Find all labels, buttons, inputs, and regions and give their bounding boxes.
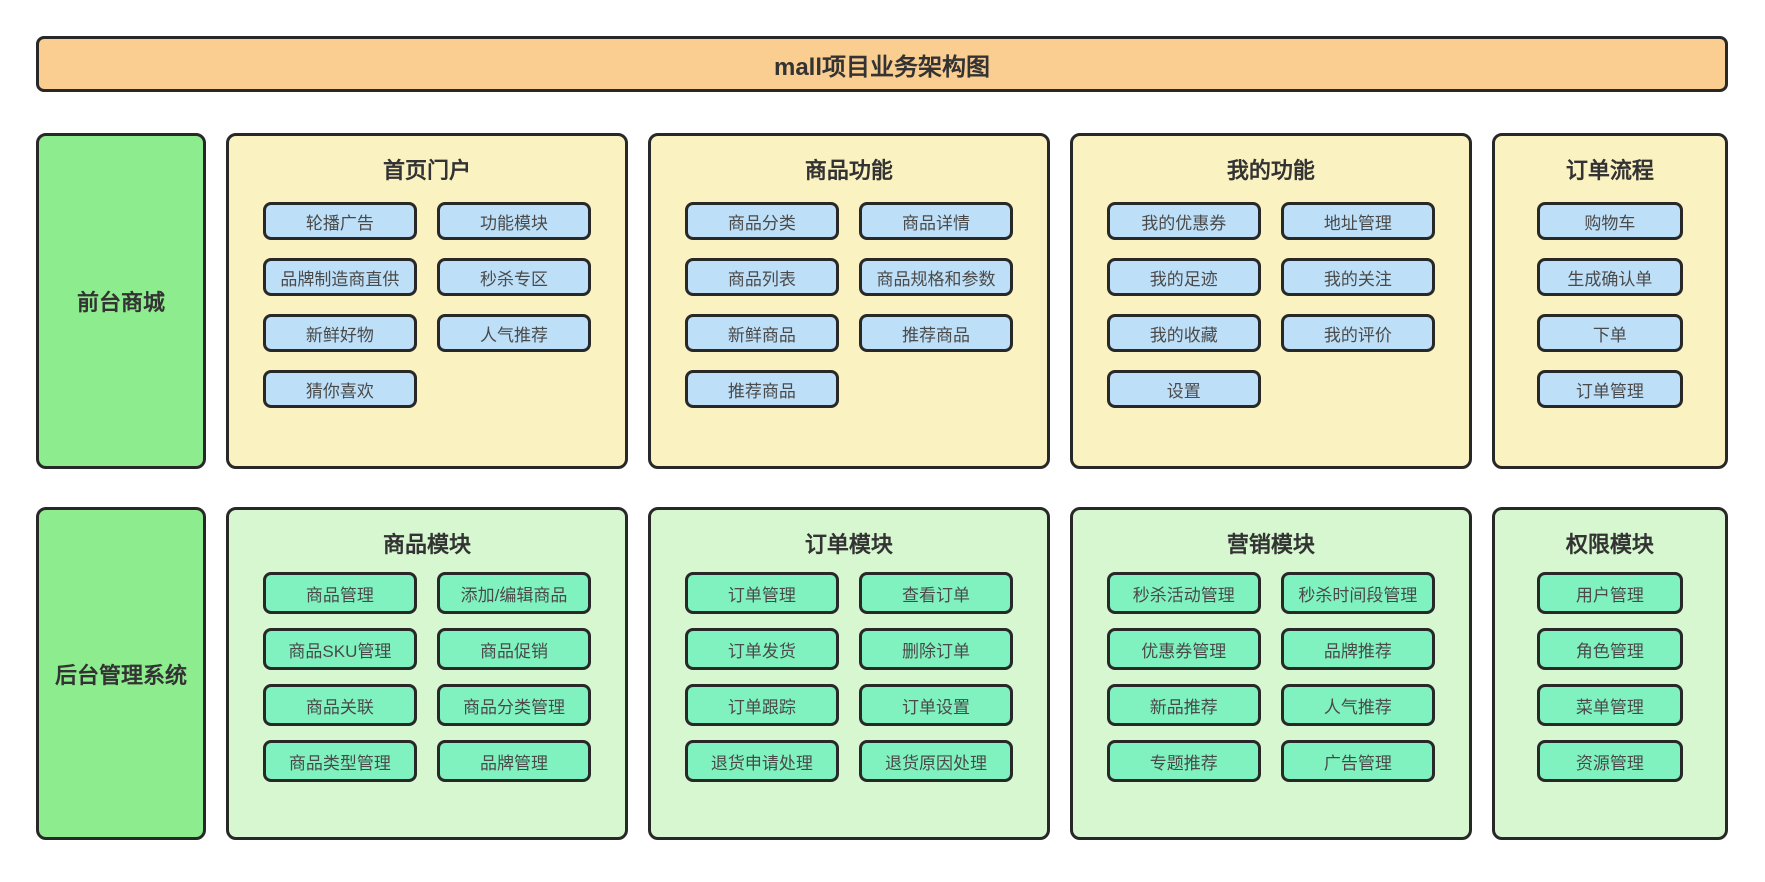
diagram-node: 订单发货 bbox=[684, 628, 840, 670]
diagram-node: 查看订单 bbox=[858, 572, 1014, 614]
diagram-node: 商品类型管理 bbox=[262, 740, 418, 782]
panel-column: 商品管理商品SKU管理商品关联商品类型管理 bbox=[262, 572, 418, 782]
diagram-node: 人气推荐 bbox=[1280, 684, 1436, 726]
diagram-node: 生成确认单 bbox=[1537, 258, 1683, 296]
diagram-node: 品牌推荐 bbox=[1280, 628, 1436, 670]
diagram-node: 专题推荐 bbox=[1106, 740, 1262, 782]
diagram-node: 新鲜好物 bbox=[262, 314, 418, 352]
panel-column: 购物车生成确认单下单订单管理 bbox=[1537, 202, 1683, 408]
panel-column: 功能模块秒杀专区人气推荐 bbox=[436, 202, 592, 352]
diagram-node: 菜单管理 bbox=[1537, 684, 1683, 726]
panel-body: 订单管理订单发货订单跟踪退货申请处理查看订单删除订单订单设置退货原因处理 bbox=[665, 572, 1033, 782]
diagram-node: 商品促销 bbox=[436, 628, 592, 670]
panel-column: 轮播广告品牌制造商直供新鲜好物猜你喜欢 bbox=[262, 202, 418, 408]
diagram-node: 添加/编辑商品 bbox=[436, 572, 592, 614]
panel: 商品功能商品分类商品列表新鲜商品推荐商品商品详情商品规格和参数推荐商品 bbox=[647, 133, 1050, 469]
panel-title: 营销模块 bbox=[1226, 532, 1315, 557]
diagram-node: 订单设置 bbox=[858, 684, 1014, 726]
panel: 我的功能我的优惠券我的足迹我的收藏设置地址管理我的关注我的评价 bbox=[1069, 133, 1472, 469]
panel: 订单流程购物车生成确认单下单订单管理 bbox=[1491, 133, 1728, 469]
panel-body: 购物车生成确认单下单订单管理 bbox=[1509, 202, 1711, 408]
diagram-rows: 前台商城首页门户轮播广告品牌制造商直供新鲜好物猜你喜欢功能模块秒杀专区人气推荐商… bbox=[36, 133, 1728, 840]
panel-column: 添加/编辑商品商品促销商品分类管理品牌管理 bbox=[436, 572, 592, 782]
diagram-node: 秒杀活动管理 bbox=[1106, 572, 1262, 614]
panel-body: 用户管理角色管理菜单管理资源管理 bbox=[1509, 572, 1711, 782]
panel: 营销模块秒杀活动管理优惠券管理新品推荐专题推荐秒杀时间段管理品牌推荐人气推荐广告… bbox=[1069, 507, 1472, 840]
diagram-node: 设置 bbox=[1106, 370, 1262, 408]
diagram-node: 新品推荐 bbox=[1106, 684, 1262, 726]
row-label-frontend: 前台商城 bbox=[36, 133, 206, 469]
panel-column: 秒杀时间段管理品牌推荐人气推荐广告管理 bbox=[1280, 572, 1436, 782]
panel-column: 地址管理我的关注我的评价 bbox=[1280, 202, 1436, 352]
panel-title: 我的功能 bbox=[1226, 158, 1315, 183]
diagram-node: 品牌管理 bbox=[436, 740, 592, 782]
panel-title: 首页门户 bbox=[382, 158, 471, 183]
diagram-node: 商品关联 bbox=[262, 684, 418, 726]
diagram-node: 我的足迹 bbox=[1106, 258, 1262, 296]
diagram-node: 商品详情 bbox=[858, 202, 1014, 240]
diagram-node: 资源管理 bbox=[1537, 740, 1683, 782]
panel-column: 我的优惠券我的足迹我的收藏设置 bbox=[1106, 202, 1262, 408]
diagram-node: 商品规格和参数 bbox=[858, 258, 1014, 296]
diagram-node: 订单跟踪 bbox=[684, 684, 840, 726]
diagram-node: 角色管理 bbox=[1537, 628, 1683, 670]
panel: 首页门户轮播广告品牌制造商直供新鲜好物猜你喜欢功能模块秒杀专区人气推荐 bbox=[226, 133, 628, 469]
diagram-node: 退货原因处理 bbox=[858, 740, 1014, 782]
diagram-node: 商品分类管理 bbox=[436, 684, 592, 726]
diagram-node: 推荐商品 bbox=[858, 314, 1014, 352]
diagram-node: 购物车 bbox=[1537, 202, 1683, 240]
panel-column: 用户管理角色管理菜单管理资源管理 bbox=[1537, 572, 1683, 782]
panel: 权限模块用户管理角色管理菜单管理资源管理 bbox=[1491, 507, 1728, 840]
panel-title: 商品功能 bbox=[804, 158, 893, 183]
diagram-node: 下单 bbox=[1537, 314, 1683, 352]
diagram-node: 功能模块 bbox=[436, 202, 592, 240]
panel-title: 商品模块 bbox=[382, 532, 471, 557]
panel: 订单模块订单管理订单发货订单跟踪退货申请处理查看订单删除订单订单设置退货原因处理 bbox=[647, 507, 1050, 840]
diagram-node: 订单管理 bbox=[684, 572, 840, 614]
diagram-node: 我的优惠券 bbox=[1106, 202, 1262, 240]
diagram-node: 订单管理 bbox=[1537, 370, 1683, 408]
row-label-backend: 后台管理系统 bbox=[36, 507, 206, 840]
diagram-node: 广告管理 bbox=[1280, 740, 1436, 782]
diagram-node: 我的收藏 bbox=[1106, 314, 1262, 352]
diagram-node: 轮播广告 bbox=[262, 202, 418, 240]
diagram-node: 品牌制造商直供 bbox=[262, 258, 418, 296]
diagram-node: 商品分类 bbox=[684, 202, 840, 240]
diagram-row-frontend: 前台商城首页门户轮播广告品牌制造商直供新鲜好物猜你喜欢功能模块秒杀专区人气推荐商… bbox=[36, 133, 1728, 469]
diagram-node: 退货申请处理 bbox=[684, 740, 840, 782]
panel-column: 查看订单删除订单订单设置退货原因处理 bbox=[858, 572, 1014, 782]
panel-body: 轮播广告品牌制造商直供新鲜好物猜你喜欢功能模块秒杀专区人气推荐 bbox=[243, 202, 611, 408]
panel-column: 订单管理订单发货订单跟踪退货申请处理 bbox=[684, 572, 840, 782]
diagram-node: 地址管理 bbox=[1280, 202, 1436, 240]
panel: 商品模块商品管理商品SKU管理商品关联商品类型管理添加/编辑商品商品促销商品分类… bbox=[226, 507, 628, 840]
diagram-title-banner: mall项目业务架构图 bbox=[36, 36, 1728, 92]
diagram-node: 商品列表 bbox=[684, 258, 840, 296]
diagram-node: 我的关注 bbox=[1280, 258, 1436, 296]
panel-title: 订单流程 bbox=[1565, 158, 1654, 183]
panel-title: 订单模块 bbox=[804, 532, 893, 557]
diagram-node: 秒杀时间段管理 bbox=[1280, 572, 1436, 614]
diagram-node: 新鲜商品 bbox=[684, 314, 840, 352]
diagram-title: mall项目业务架构图 bbox=[773, 53, 991, 81]
panel-column: 商品详情商品规格和参数推荐商品 bbox=[858, 202, 1014, 352]
panel-body: 我的优惠券我的足迹我的收藏设置地址管理我的关注我的评价 bbox=[1087, 202, 1455, 408]
diagram-node: 秒杀专区 bbox=[436, 258, 592, 296]
diagram-node: 商品SKU管理 bbox=[262, 628, 418, 670]
diagram-row-backend: 后台管理系统商品模块商品管理商品SKU管理商品关联商品类型管理添加/编辑商品商品… bbox=[36, 507, 1728, 840]
diagram-node: 推荐商品 bbox=[684, 370, 840, 408]
panel-body: 商品管理商品SKU管理商品关联商品类型管理添加/编辑商品商品促销商品分类管理品牌… bbox=[243, 572, 611, 782]
panel-column: 商品分类商品列表新鲜商品推荐商品 bbox=[684, 202, 840, 408]
panel-column: 秒杀活动管理优惠券管理新品推荐专题推荐 bbox=[1106, 572, 1262, 782]
diagram-node: 人气推荐 bbox=[436, 314, 592, 352]
panel-title: 权限模块 bbox=[1565, 532, 1654, 557]
diagram-node: 删除订单 bbox=[858, 628, 1014, 670]
diagram-node: 猜你喜欢 bbox=[262, 370, 418, 408]
diagram-node: 我的评价 bbox=[1280, 314, 1436, 352]
panel-body: 商品分类商品列表新鲜商品推荐商品商品详情商品规格和参数推荐商品 bbox=[665, 202, 1033, 408]
diagram-node: 用户管理 bbox=[1537, 572, 1683, 614]
panel-body: 秒杀活动管理优惠券管理新品推荐专题推荐秒杀时间段管理品牌推荐人气推荐广告管理 bbox=[1087, 572, 1455, 782]
diagram-node: 商品管理 bbox=[262, 572, 418, 614]
diagram-node: 优惠券管理 bbox=[1106, 628, 1262, 670]
